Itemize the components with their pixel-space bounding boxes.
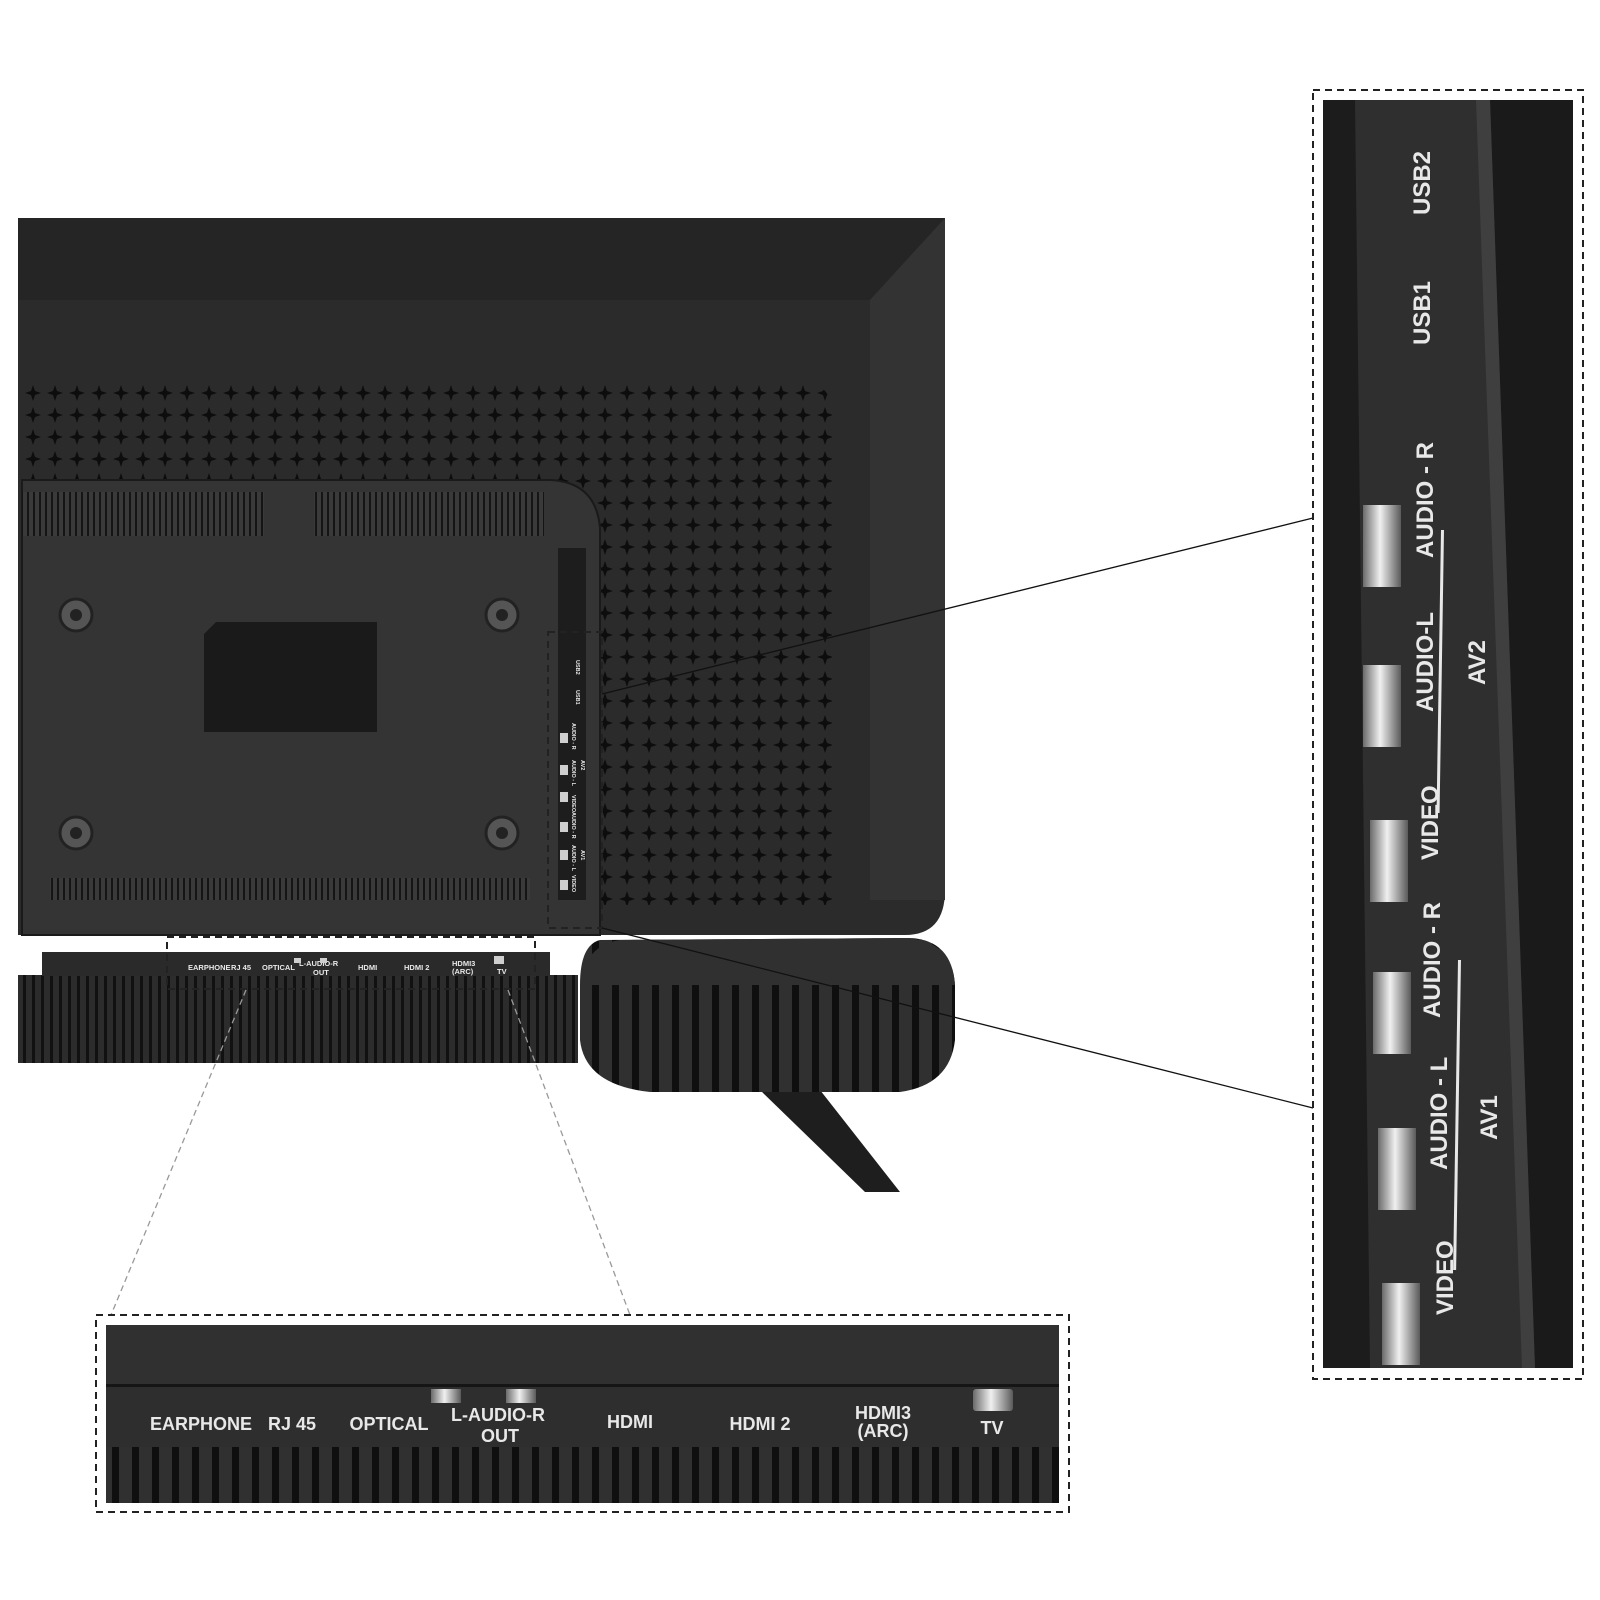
small-bottom-label: EARPHONE [188, 963, 231, 972]
bottom-callout-labels: EARPHONE RJ 45 OPTICAL L-AUDIO-R OUT HDM… [150, 1403, 1004, 1446]
small-bottom-label: HDMI 2 [404, 963, 429, 972]
side-ports-highlight [547, 631, 603, 929]
av2-audio-r-label: AUDIO - R [1412, 442, 1439, 558]
bottom-callout-frame [95, 1314, 1070, 1513]
port-label-audio-out-2: OUT [481, 1426, 519, 1446]
av2-underline [1436, 529, 1444, 814]
small-side-label: AUDIO - L [570, 760, 576, 787]
small-side-label: VIDEO [570, 875, 576, 893]
small-side-label: AV1 [579, 850, 585, 860]
bottom-callout-jacks [431, 1389, 1013, 1411]
side-callout-frame [1312, 89, 1584, 1380]
av1-video-jack [1382, 1283, 1420, 1365]
small-bottom-label: OPTICAL [262, 963, 295, 972]
port-label-hdmi3: HDMI3 [855, 1403, 911, 1423]
usb1-label: USB1 [1409, 281, 1436, 345]
tv-right-bevel [870, 218, 945, 900]
av1-underline [1453, 959, 1461, 1271]
side-callout-line-top [601, 517, 1314, 695]
small-bottom-label: HDMI3 [452, 959, 475, 968]
small-bottom-label: RJ 45 [231, 963, 251, 972]
top-vents-right [314, 492, 544, 536]
av2-audio-r-jack [1363, 505, 1401, 587]
tv-back: USB2 USB1 AUDIO - R AUDIO - L VIDEO AV2 … [18, 218, 955, 1192]
bottom-callout-ribs [106, 1447, 1059, 1503]
bottom-callout-panel [106, 1325, 1059, 1385]
small-side-label: AUDIO - R [570, 812, 576, 839]
av2-audio-l-jack [1363, 665, 1401, 747]
tv-antenna-jack [973, 1389, 1013, 1411]
port-label-hdmi: HDMI [607, 1412, 653, 1432]
side-port-strip [558, 548, 586, 900]
vesa-mount-holes [58, 597, 520, 851]
small-bottom-label: OUT [313, 968, 329, 977]
small-bottom-label: TV [497, 967, 507, 976]
av1-group-label: AV1 [1476, 1095, 1503, 1140]
av1-audio-r-label: AUDIO - R [1419, 902, 1446, 1018]
usb2-label: USB2 [1409, 151, 1436, 215]
av1-audio-r-jack [1373, 972, 1411, 1054]
small-bottom-label: (ARC) [452, 967, 474, 976]
bottom-ports-highlight [166, 936, 536, 990]
port-label-earphone: EARPHONE [150, 1414, 252, 1434]
port-label-optical: OPTICAL [350, 1414, 429, 1434]
bottom-vents [50, 878, 530, 900]
port-label-audio-out: L-AUDIO-R [451, 1405, 545, 1425]
av2-video-label: VIDEO [1417, 785, 1444, 860]
callout-lines [110, 517, 1314, 1316]
small-usb1-label: USB1 [574, 690, 580, 705]
small-usb2-label: USB2 [574, 660, 580, 675]
small-bottom-label: L-AUDIO-R [299, 959, 339, 968]
av2-video-jack [1370, 820, 1408, 902]
bottom-callout: EARPHONE RJ 45 OPTICAL L-AUDIO-R OUT HDM… [95, 1314, 1070, 1513]
small-bottom-label: HDMI [358, 963, 377, 972]
small-side-label: AV2 [579, 760, 585, 770]
port-label-rj45: RJ 45 [268, 1414, 316, 1434]
av1-audio-l-jack [1378, 1128, 1416, 1210]
side-callout-jacks [1363, 505, 1420, 1365]
stand-leg [760, 1090, 900, 1192]
top-vents-left [22, 492, 264, 536]
bottom-callout-line-left [110, 989, 247, 1316]
small-side-label: VIDEO [570, 795, 576, 813]
port-label-tv: TV [980, 1418, 1003, 1438]
side-jacks-small [560, 733, 568, 890]
port-label-hdmi2: HDMI 2 [729, 1414, 790, 1434]
av2-audio-l-label: AUDIO-L [1412, 612, 1439, 712]
side-callout: USB2 USB1 AUDIO - R AUDIO-L VIDEO AV2 AU… [1312, 89, 1584, 1380]
bottom-labels-small: EARPHONE RJ 45 OPTICAL L-AUDIO-R OUT HDM… [188, 959, 507, 977]
group-underlines [1436, 529, 1461, 1271]
av1-audio-l-label: AUDIO - L [1426, 1057, 1453, 1170]
small-side-label: AUDIO - L [570, 845, 576, 872]
side-callout-line-bottom [601, 927, 1314, 1109]
bottom-port-strip [42, 952, 550, 976]
audio-out-jack-r [506, 1389, 536, 1403]
av2-group-label: AV2 [1464, 640, 1491, 685]
side-callout-labels: USB2 USB1 AUDIO - R AUDIO-L VIDEO AV2 AU… [1409, 151, 1503, 1315]
port-label-hdmi3-arc: (ARC) [858, 1421, 909, 1441]
small-side-label: AUDIO - R [570, 723, 576, 750]
side-labels-small: USB2 USB1 AUDIO - R AUDIO - L VIDEO AV2 … [570, 660, 585, 893]
label-plate [204, 622, 377, 732]
tv-bevel [18, 218, 945, 300]
audio-out-jack-l [431, 1389, 461, 1403]
bottom-callout-line-right [507, 989, 631, 1316]
